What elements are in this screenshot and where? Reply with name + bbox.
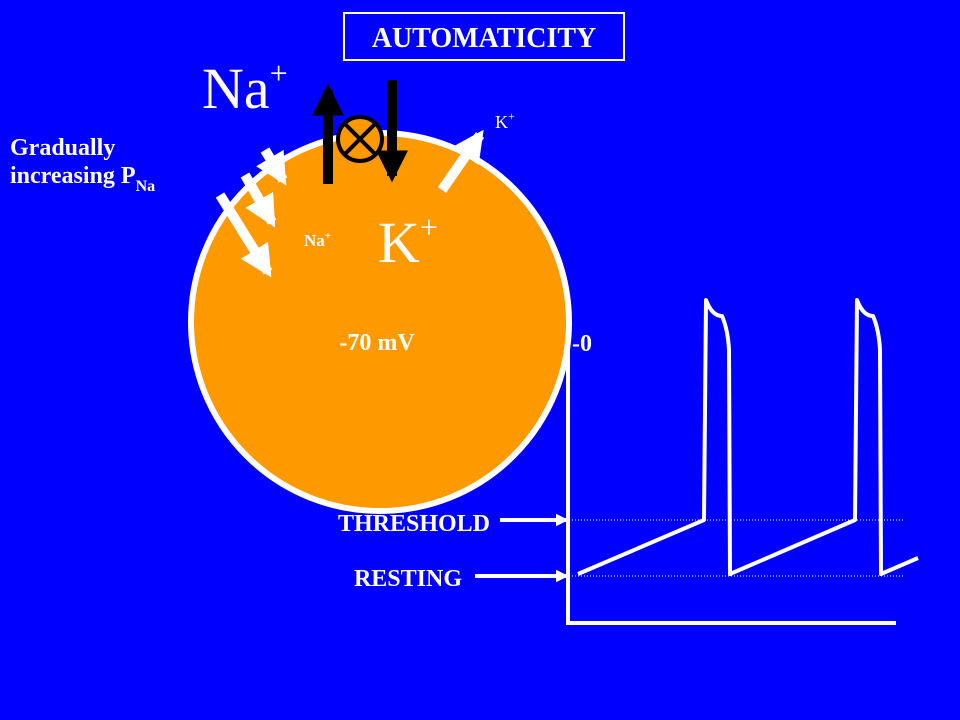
pacemaker-potential-trace <box>577 298 919 576</box>
na-influx-arrow-1 <box>256 147 288 186</box>
na-large-label: Na+ <box>202 55 288 121</box>
ion-channel <box>311 80 409 184</box>
k-large-label: K+ <box>378 209 438 275</box>
na-small-label: Na+ <box>304 230 331 250</box>
k-efflux-arrow <box>437 129 485 193</box>
gradual-pna-label: Gradually increasing PNa <box>10 135 155 195</box>
action-potential-graph: -0 <box>566 298 919 625</box>
k-small-label: K+ <box>495 109 515 132</box>
svg-text:increasing PNa: increasing PNa <box>10 163 155 195</box>
title-box: AUTOMATICITY <box>343 12 625 61</box>
na-influx-arrow-2 <box>240 172 277 228</box>
na-influx-arrows <box>215 147 288 278</box>
x-circle-icon <box>336 115 384 163</box>
title-text: AUTOMATICITY <box>372 23 597 54</box>
resting-label: RESTING <box>354 566 462 592</box>
svg-text:Gradually: Gradually <box>10 135 115 161</box>
na-influx-arrow-3 <box>215 192 273 278</box>
zero-mv-label: -0 <box>572 331 592 357</box>
threshold-label: THRESHOLD <box>338 511 490 537</box>
membrane-potential-label: -70 mV <box>339 330 415 356</box>
